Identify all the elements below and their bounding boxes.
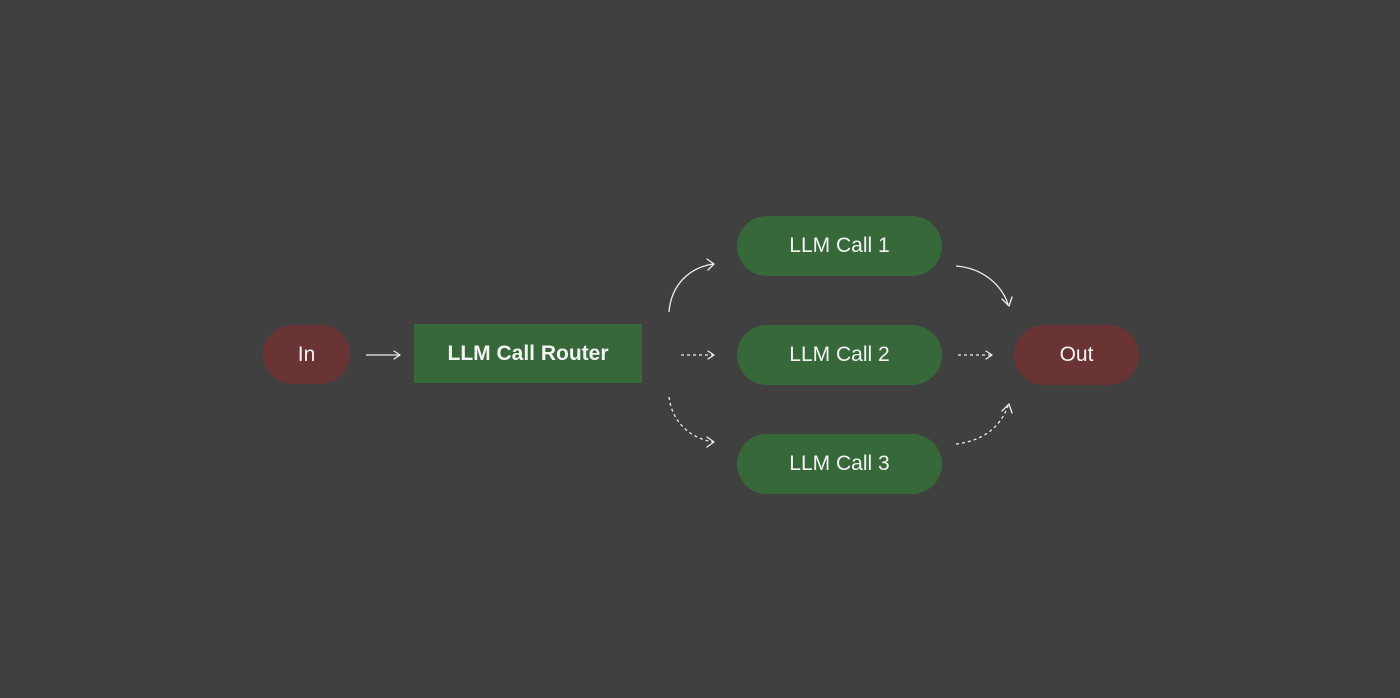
arrow-call-2-to-output [958,350,993,360]
arrow-router-to-call-3 [668,396,715,448]
llm-call-3-label: LLM Call 3 [789,452,890,475]
input-node: In [263,325,350,384]
input-node-label: In [297,342,316,366]
output-node: Out [1014,325,1139,385]
router-node: LLM Call Router [414,324,642,383]
arrow-call-1-to-output [955,265,1013,307]
arrow-call-3-to-output [955,403,1013,445]
arrow-router-to-call-2 [681,350,715,360]
llm-call-3-node: LLM Call 3 [737,434,942,494]
output-node-label: Out [1059,343,1094,366]
router-node-label: LLM Call Router [447,341,609,365]
arrow-router-to-call-1 [668,258,715,313]
llm-call-2-node: LLM Call 2 [737,325,942,385]
llm-call-1-label: LLM Call 1 [789,234,890,257]
llm-call-1-node: LLM Call 1 [737,216,942,276]
arrow-input-to-router [366,350,401,360]
llm-call-2-label: LLM Call 2 [789,343,890,366]
